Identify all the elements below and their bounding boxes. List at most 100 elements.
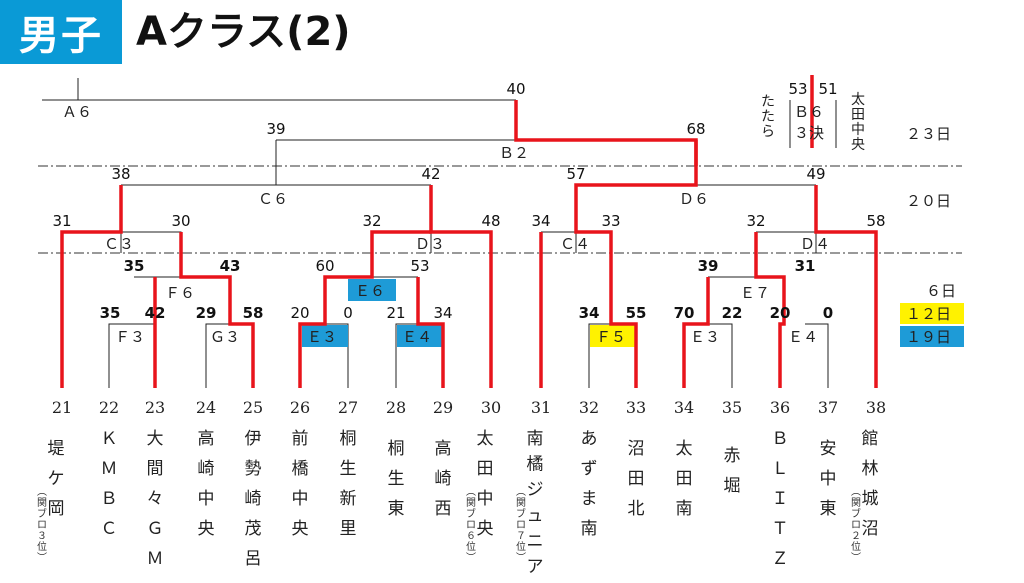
score-d6-left: 57 <box>566 165 585 183</box>
date-23: ２３日 <box>906 125 951 143</box>
team-number: 35 <box>722 398 742 417</box>
match-label-d3: Ｄ３ <box>415 235 445 253</box>
team-name: 館林城沼 <box>862 429 879 539</box>
match-label-f6: Ｆ６ <box>165 284 195 302</box>
team-name: ＢＬＩＴＺ <box>772 429 789 569</box>
winner-path-34 <box>682 277 710 388</box>
team-name: 安中東 <box>820 439 837 519</box>
match-label-b2: Ｂ２ <box>499 144 529 162</box>
team-name: 高崎西 <box>435 439 452 519</box>
score-b6-right: 51 <box>818 80 837 98</box>
team-number: 37 <box>818 398 838 417</box>
score-e4b-left: 20 <box>770 304 791 322</box>
team-number: 30 <box>481 398 501 417</box>
round-separators <box>38 165 962 254</box>
side-left: たたら <box>761 94 775 140</box>
score-e3a-left: 20 <box>290 304 309 322</box>
team-note: ︵関ブロ６位︶ <box>466 487 476 564</box>
team-number: 25 <box>243 398 263 417</box>
match-label-e7: Ｅ７ <box>740 284 770 302</box>
score-c6-left: 38 <box>111 165 130 183</box>
winner-path-36 <box>754 232 786 388</box>
score-e4a-left: 21 <box>386 304 405 322</box>
score-f5-left: 34 <box>579 304 600 322</box>
score-c4-left: 34 <box>531 212 550 230</box>
score-e4a-right: 34 <box>433 304 452 322</box>
team-number: 32 <box>579 398 599 417</box>
winner-path-25 <box>179 232 255 388</box>
team-number: 33 <box>626 398 646 417</box>
team-name: あずま南 <box>581 429 598 539</box>
match-label-c6: Ｃ６ <box>258 190 288 208</box>
team-number: 29 <box>433 398 453 417</box>
page-title: Aクラス(2) <box>136 9 351 55</box>
team-name: 沼田北 <box>628 439 645 519</box>
team-list: 21堤ケ岡︵関ブロ３位︶22ＫＭＢＣ23大間々ＧＭ24高崎中央25伊勢崎茂呂26… <box>37 398 886 577</box>
team-33: 33 沼田北 <box>626 398 646 519</box>
date-6: ６日 <box>926 282 956 300</box>
e3a-highlight <box>302 325 348 347</box>
score-d4-right: 58 <box>866 212 885 230</box>
date-12-highlight <box>900 303 964 324</box>
score-b2-left: 39 <box>266 120 285 138</box>
line-g3 <box>205 323 230 388</box>
team-name: 大間々ＧＭ <box>147 429 164 569</box>
winner-path-30 <box>429 185 493 388</box>
match-label-e4a: Ｅ４ <box>402 328 432 346</box>
match-label-e4b: Ｅ４ <box>788 328 818 346</box>
score-e7-left: 39 <box>698 257 719 275</box>
winner-path-29 <box>416 277 445 388</box>
team-name: 太田南 <box>676 439 693 519</box>
team-note: ︵関ブロ７位︶ <box>516 487 526 564</box>
match-label-f3: Ｆ３ <box>115 328 145 346</box>
score-c4-right: 33 <box>601 212 620 230</box>
line-c6 <box>121 166 431 186</box>
line-e4b <box>805 323 829 388</box>
score-c3-right: 30 <box>171 212 190 230</box>
match-label-g3: Ｇ３ <box>210 328 240 346</box>
line-e4a <box>395 323 420 388</box>
score-e4b-right: 0 <box>823 304 833 322</box>
date-19: １９日 <box>906 328 951 346</box>
date-12: １２日 <box>906 305 951 323</box>
team-number: 28 <box>386 398 406 417</box>
score-f5-right: 55 <box>626 304 647 322</box>
team-37: 37 安中東 <box>818 398 838 519</box>
score-d3-left: 32 <box>362 212 381 230</box>
team-name: 桐生東 <box>388 439 405 519</box>
team-number: 34 <box>674 398 694 417</box>
score-c3-left: 31 <box>52 212 71 230</box>
match-label-c4: Ｃ４ <box>560 235 590 253</box>
team-name: 赤堀 <box>724 446 741 496</box>
team-number: 24 <box>196 398 216 417</box>
team-name: 桐生新里 <box>340 429 357 539</box>
line-b6-box <box>789 100 837 148</box>
winner-path-21 <box>60 185 123 388</box>
team-name: 南橘ジュニア <box>527 429 544 577</box>
match-label-d6: Ｄ６ <box>679 190 709 208</box>
match-labels: Ａ６ Ｂ２ Ｃ６ Ｄ６ Ｃ３ Ｄ３ Ｃ４ Ｄ４ Ｆ６ Ｅ６ Ｅ７ Ｆ３ Ｇ３ Ｅ… <box>62 103 830 346</box>
match-label-f5: Ｆ５ <box>596 328 626 346</box>
score-d3-right: 48 <box>481 212 500 230</box>
winner-path-33 <box>514 100 698 388</box>
score-f6-left: 35 <box>124 257 145 275</box>
match-label-b6-note: ３決 <box>794 124 824 142</box>
score-a6: 40 <box>506 80 525 98</box>
match-label-e3a: Ｅ３ <box>307 328 337 346</box>
line-f3 <box>108 323 155 388</box>
score-f3-right: 42 <box>145 304 166 322</box>
winner-path-38 <box>814 185 878 388</box>
team-name: 伊勢崎茂呂 <box>245 429 262 569</box>
e4a-highlight <box>397 325 443 347</box>
line-e3b <box>708 323 733 388</box>
match-label-c3: Ｃ３ <box>104 235 134 253</box>
team-28: 28 桐生東 <box>386 398 406 519</box>
